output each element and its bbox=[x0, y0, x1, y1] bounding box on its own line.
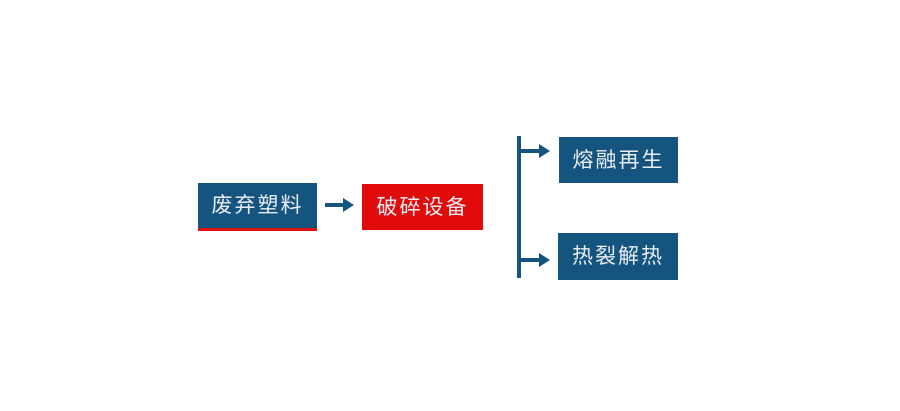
arrow-branch-to-melt bbox=[521, 144, 550, 158]
branch-connector-line bbox=[517, 136, 521, 278]
arrow-shaft bbox=[325, 203, 343, 207]
arrow-head-icon bbox=[539, 144, 550, 158]
arrow-head-icon bbox=[539, 253, 550, 267]
arrow-waste-to-crushing bbox=[325, 198, 354, 212]
arrow-shaft bbox=[521, 149, 539, 153]
node-melt-regeneration-label: 熔融再生 bbox=[572, 148, 665, 172]
arrow-head-icon bbox=[343, 198, 354, 212]
node-waste-plastic-label: 废弃塑料 bbox=[211, 194, 304, 217]
node-pyrolysis-heat: 热裂解热 bbox=[558, 233, 678, 280]
node-crushing-equipment-label: 破碎设备 bbox=[376, 195, 469, 219]
arrow-branch-to-pyrolysis bbox=[521, 253, 550, 267]
node-waste-plastic: 废弃塑料 bbox=[198, 183, 317, 231]
arrow-shaft bbox=[521, 258, 539, 262]
node-crushing-equipment: 破碎设备 bbox=[362, 184, 483, 230]
node-pyrolysis-heat-label: 热裂解热 bbox=[572, 245, 664, 268]
node-melt-regeneration: 熔融再生 bbox=[559, 137, 678, 183]
